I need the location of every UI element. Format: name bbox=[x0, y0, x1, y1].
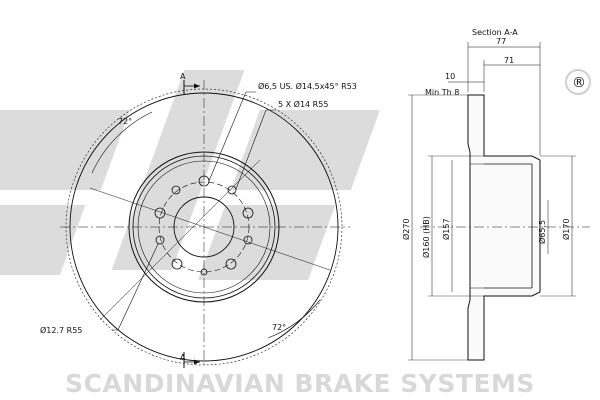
callout-bolt-holes: 5 X Ø14 R55 bbox=[278, 99, 328, 109]
registered-mark: ® bbox=[565, 69, 591, 95]
callout-center-hole: Ø12.7 R55 bbox=[40, 325, 82, 335]
dim-thickness: 10 bbox=[445, 72, 455, 81]
angle-bottom-label: 72° bbox=[272, 323, 286, 332]
dia-hub-pcd: Ø160 (HB) bbox=[421, 216, 431, 258]
disc-section-view bbox=[408, 42, 590, 361]
dia-center-bore: Ø65,5 bbox=[537, 220, 547, 244]
min-thickness-label: Min Th 8 bbox=[425, 88, 459, 97]
registered-mark-text: ® bbox=[572, 75, 586, 91]
dia-inner: Ø157 bbox=[441, 218, 451, 240]
dia-hub-outer: Ø170 bbox=[561, 218, 571, 240]
disc-front-view bbox=[60, 80, 350, 368]
callout-hub-hole: Ø6,5 US. Ø14.5x45° R53 bbox=[258, 81, 357, 91]
section-marker-bottom: A bbox=[180, 353, 186, 362]
section-marker-top: A bbox=[180, 72, 186, 81]
section-title: Section A-A bbox=[472, 28, 518, 37]
sbs-watermark-logo bbox=[0, 70, 380, 280]
dim-overall-height: 77 bbox=[496, 37, 506, 46]
brand-line: SCANDINAVIAN BRAKE SYSTEMS bbox=[65, 369, 535, 398]
angle-top-label: 72° bbox=[118, 117, 132, 126]
dim-hat-height: 71 bbox=[504, 56, 514, 65]
dia-outer: Ø270 bbox=[401, 218, 411, 240]
